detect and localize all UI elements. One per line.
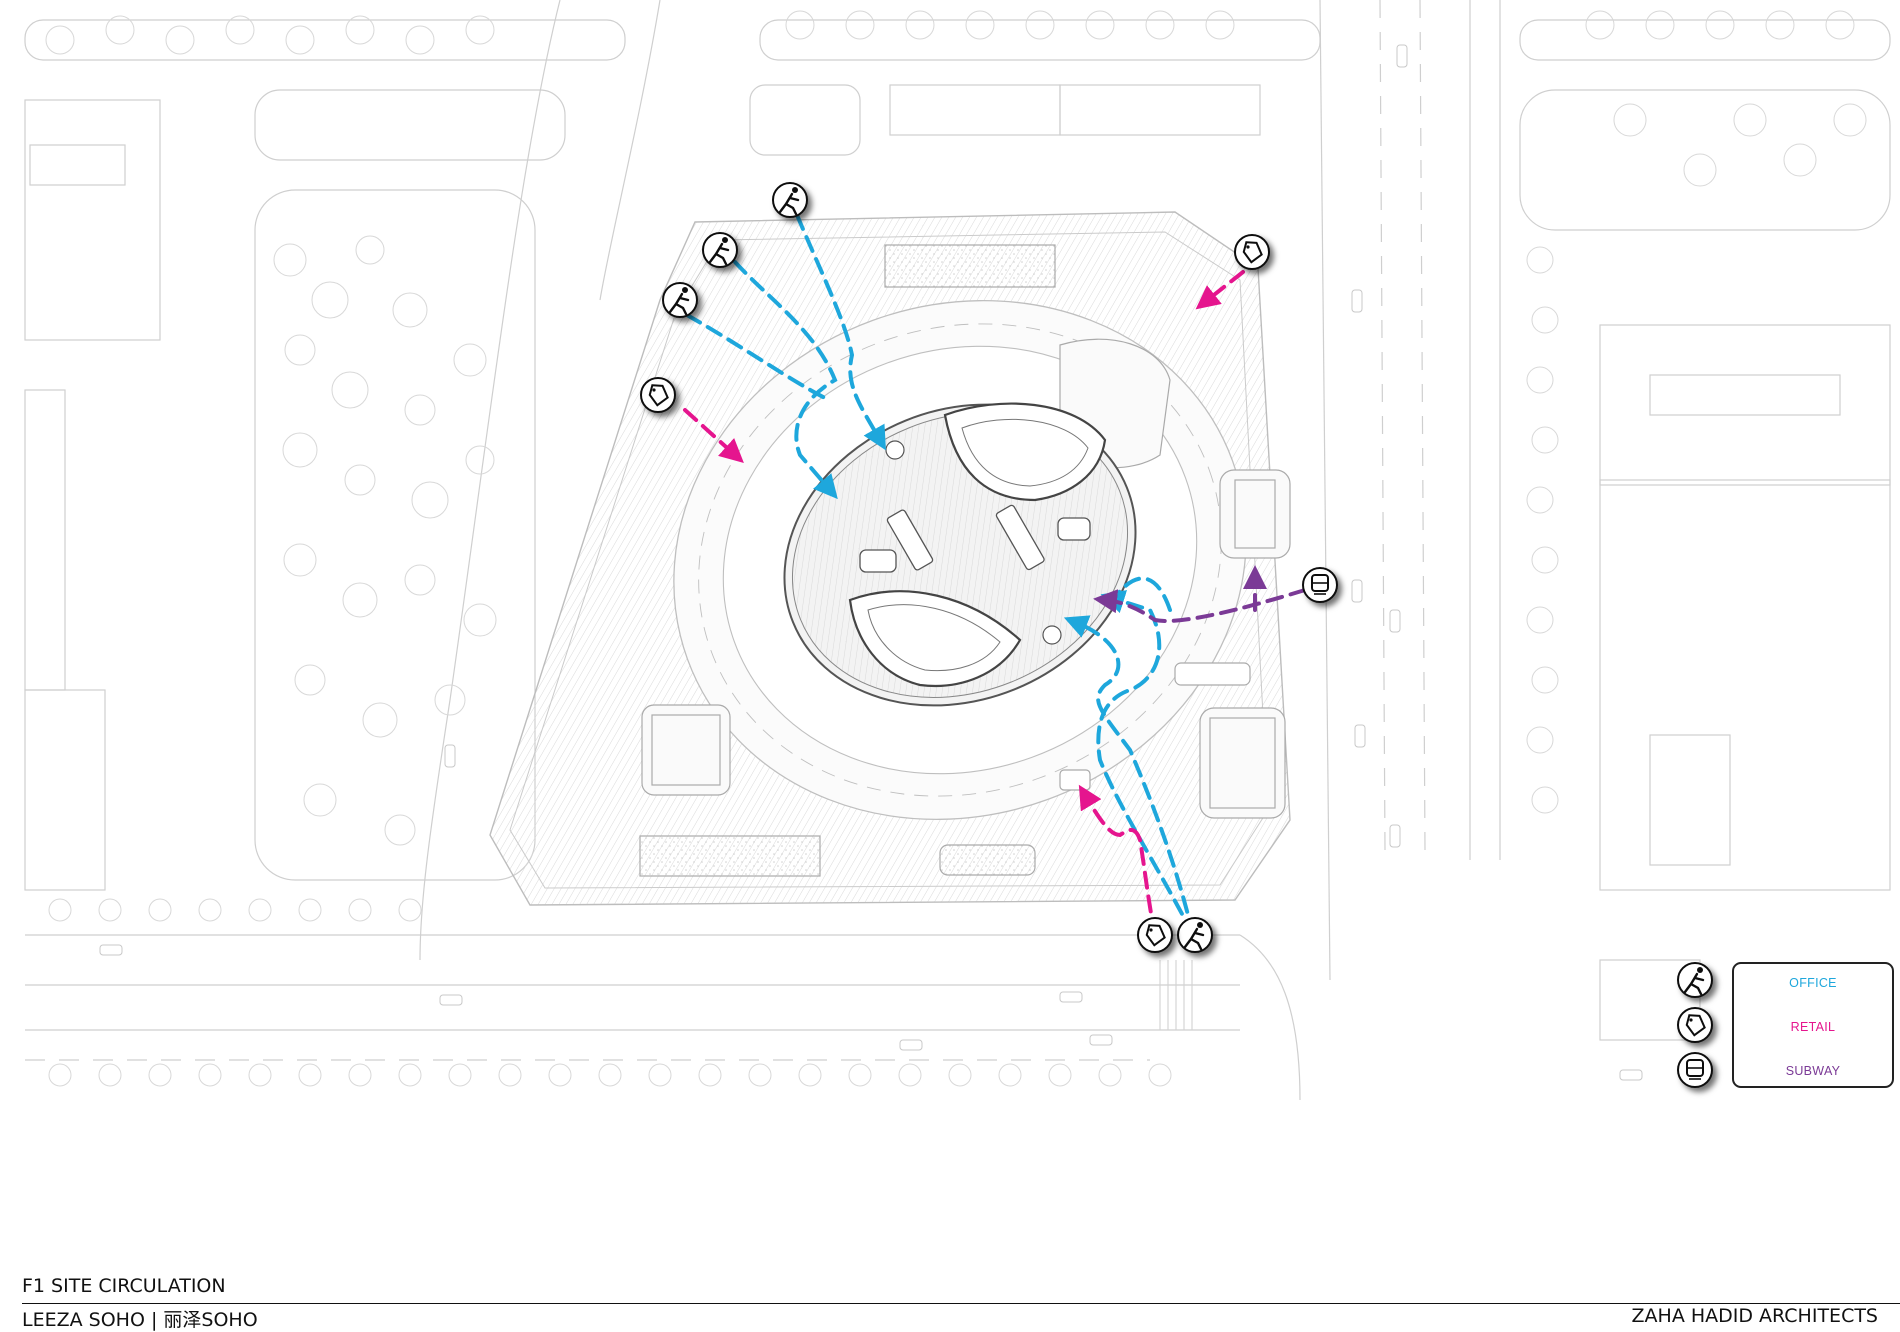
plan-icons xyxy=(640,182,1338,953)
price-tag-icon xyxy=(1137,917,1173,953)
running-person-icon xyxy=(1177,917,1213,953)
price-tag-icon xyxy=(1677,1007,1713,1043)
price-tag-icon xyxy=(640,377,676,413)
title-divider xyxy=(22,1303,1900,1304)
site-structures xyxy=(639,244,1291,877)
project-name: LEEZA SOHO | 丽泽SOHO xyxy=(22,1309,258,1331)
running-person-icon xyxy=(662,282,698,318)
office-routes xyxy=(685,213,1195,937)
legend-subway-label: SUBWAY xyxy=(1785,1064,1841,1078)
running-person-icon xyxy=(702,232,738,268)
sheet-title: F1 SITE CIRCULATION xyxy=(22,1275,226,1297)
legend-icons xyxy=(1677,962,1713,1088)
trees xyxy=(45,10,1867,1087)
vehicles xyxy=(99,44,1643,1081)
train-icon xyxy=(1677,1052,1713,1088)
legend: OFFICE RETAIL SUBWAY xyxy=(1732,962,1894,1088)
firm-name: ZAHA HADID ARCHITECTS xyxy=(1631,1305,1878,1327)
context-linework xyxy=(24,0,1891,1101)
legend-retail-label: RETAIL xyxy=(1790,1020,1836,1034)
price-tag-icon xyxy=(1234,234,1270,270)
legend-office-label: OFFICE xyxy=(1789,976,1837,990)
tower-footprint xyxy=(783,402,1137,707)
subway-route xyxy=(1093,565,1307,623)
train-icon xyxy=(1302,567,1338,603)
running-person-icon xyxy=(1677,962,1713,998)
retail-routes xyxy=(683,270,1245,937)
site-plan xyxy=(24,0,1891,1101)
running-person-icon xyxy=(772,182,808,218)
